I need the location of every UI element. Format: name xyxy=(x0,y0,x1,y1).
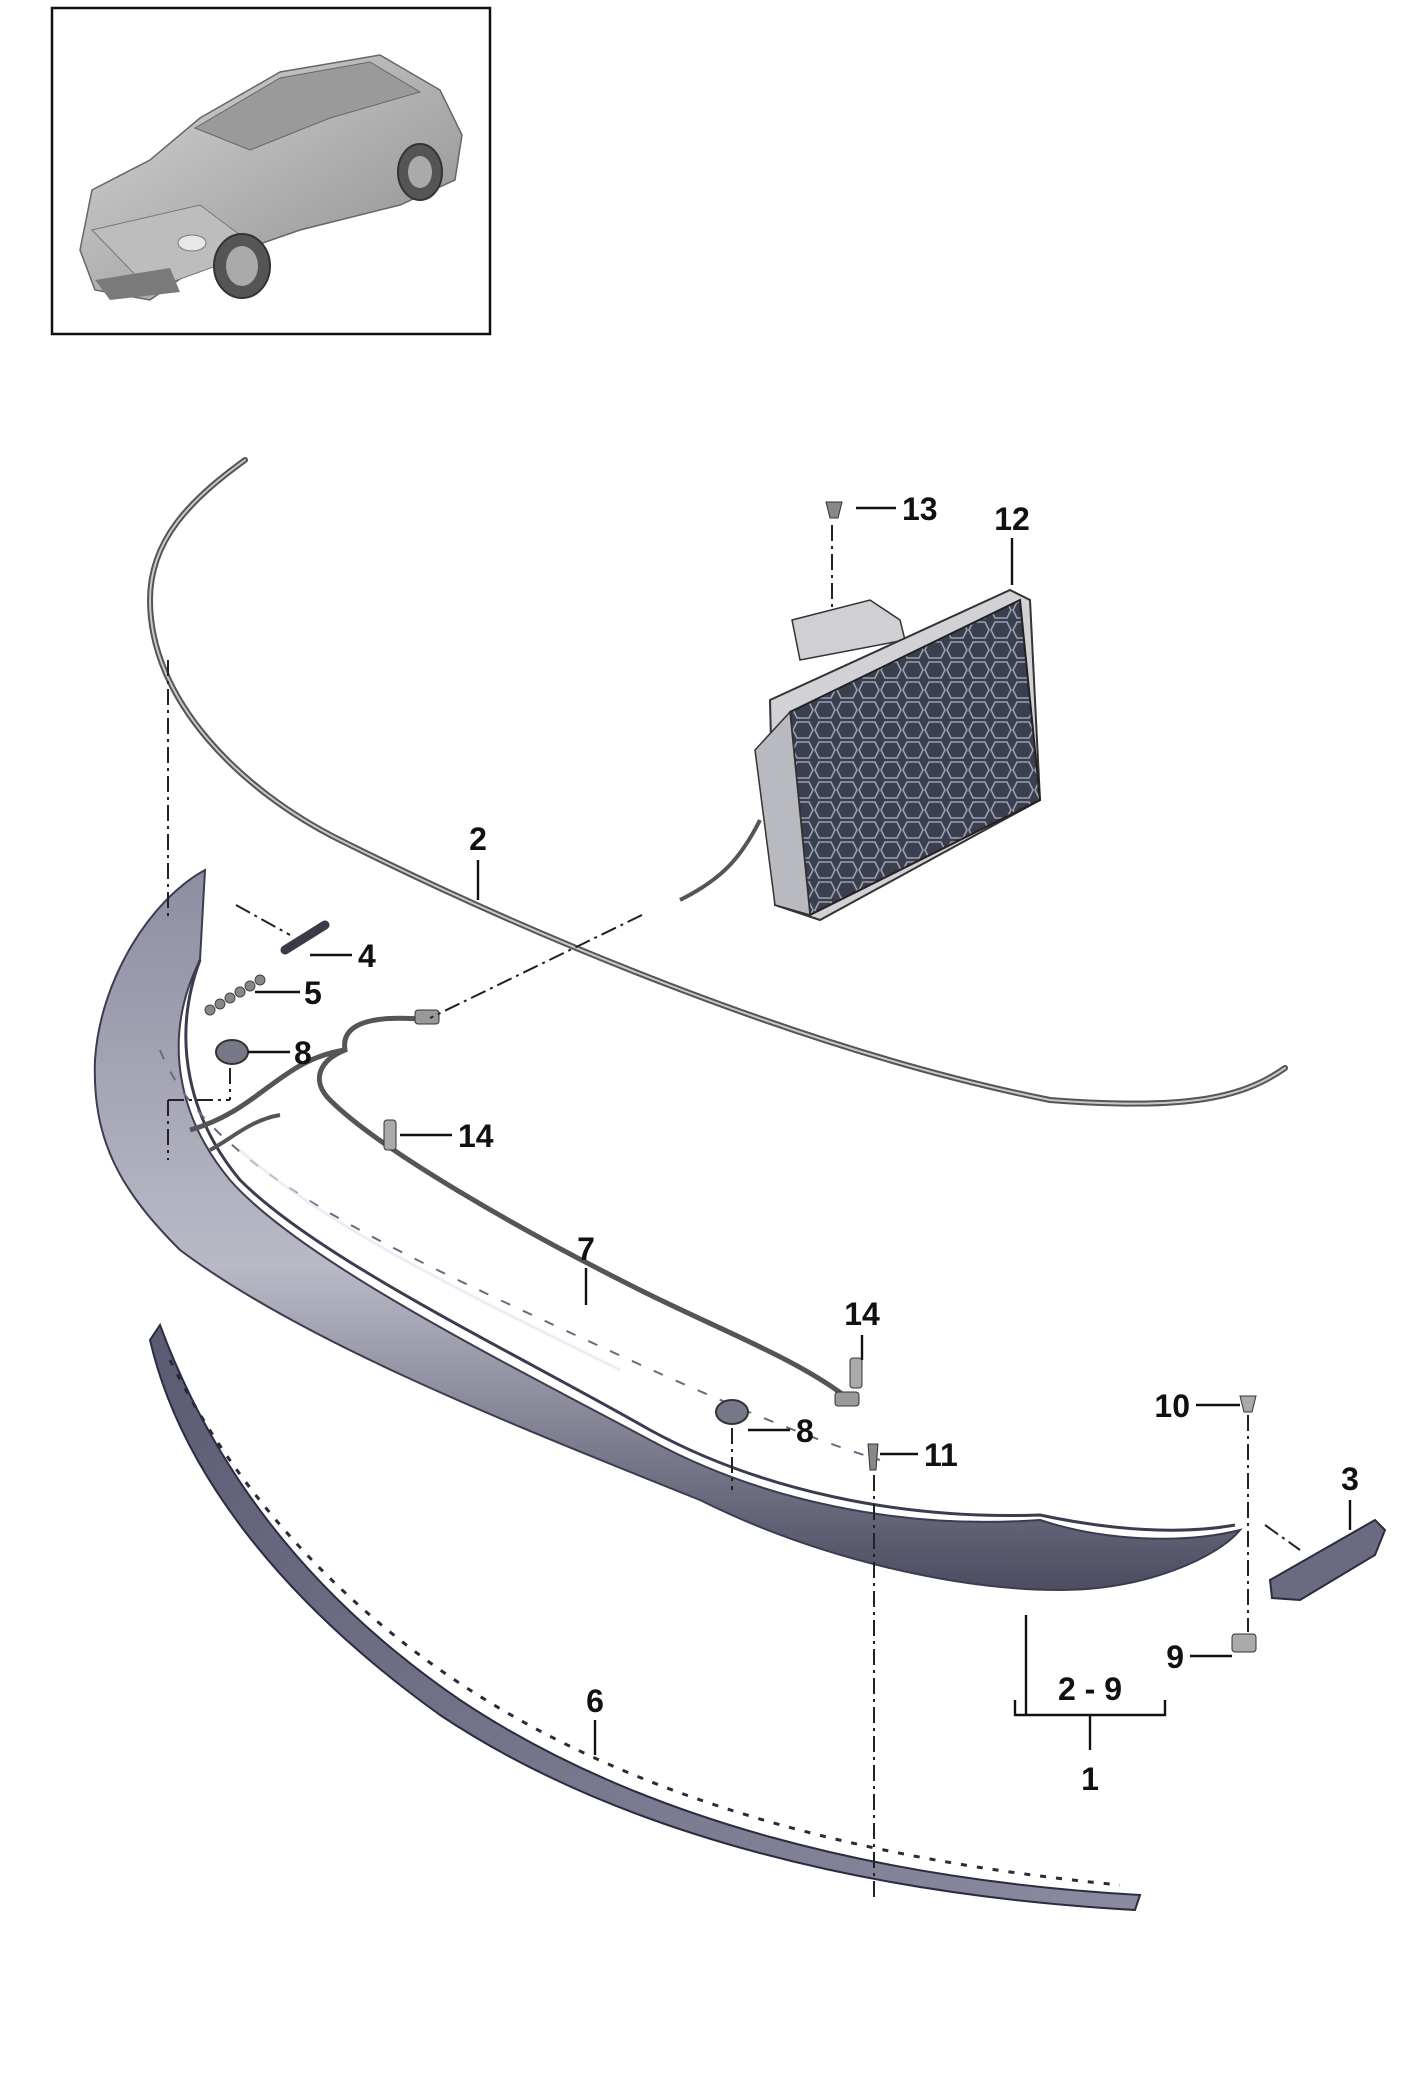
connector-part-14-upper xyxy=(383,1119,397,1151)
callout-8-upper: 8 xyxy=(294,1035,312,1071)
car-illustration xyxy=(79,54,463,301)
grommet-part-8-lower xyxy=(715,1399,749,1425)
control-module-part-12 xyxy=(679,588,1042,922)
callout-10: 10 xyxy=(1154,1388,1190,1424)
grommet-part-8-upper xyxy=(215,1039,249,1065)
callout-12: 12 xyxy=(994,501,1030,537)
bracket-part-3 xyxy=(1268,1518,1387,1602)
rod-part-4 xyxy=(280,920,330,955)
spoiler-lip-part-6 xyxy=(148,1322,1142,1912)
clip-part-10 xyxy=(1239,1395,1257,1413)
callout-2-9: 2 - 9 xyxy=(1058,1671,1122,1707)
screw-part-11 xyxy=(867,1443,879,1471)
callout-2: 2 xyxy=(469,821,487,857)
callout-6: 6 xyxy=(586,1683,604,1719)
callout-3: 3 xyxy=(1341,1461,1359,1497)
callout-5: 5 xyxy=(304,975,322,1011)
wiring-harness-part-7 xyxy=(189,1009,860,1407)
bead-chain-part-5 xyxy=(204,974,266,1016)
callout-11: 11 xyxy=(924,1437,958,1473)
callout-1: 1 xyxy=(1081,1761,1099,1797)
connector-part-14-lower xyxy=(849,1357,863,1389)
callout-8-lower: 8 xyxy=(796,1413,814,1449)
callout-14-lower: 14 xyxy=(844,1296,880,1332)
assembly-lines xyxy=(167,525,1301,1900)
bumper-cover xyxy=(93,868,1243,1592)
vehicle-overview-thumbnail xyxy=(50,6,492,336)
callout-14-upper: 14 xyxy=(458,1118,494,1154)
callout-7: 7 xyxy=(577,1231,595,1267)
leader-lines xyxy=(248,506,1352,1755)
screw-part-13 xyxy=(825,501,843,519)
callout-13: 13 xyxy=(902,491,938,527)
callout-9: 9 xyxy=(1166,1639,1184,1675)
nut-part-9 xyxy=(1231,1633,1257,1653)
callout-4: 4 xyxy=(358,938,376,974)
callout-labels: 1 2 2 - 9 3 4 5 6 7 8 8 9 10 11 12 13 14… xyxy=(294,491,1359,1797)
